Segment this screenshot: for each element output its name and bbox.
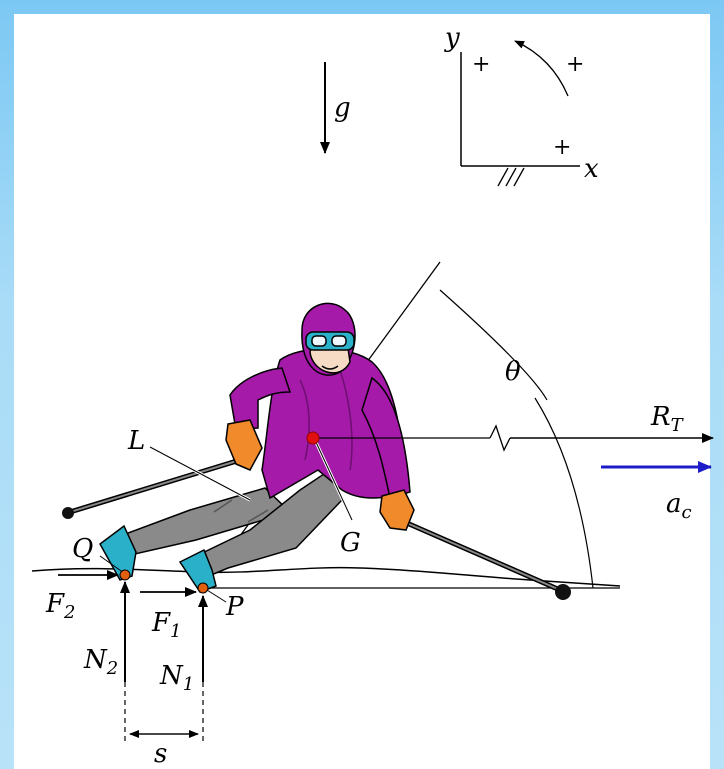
skier-jacket — [229, 348, 411, 500]
L-label: L — [127, 426, 145, 456]
G-label: G — [340, 528, 361, 558]
ski-poles — [62, 457, 571, 600]
plus-y-sign: + — [472, 52, 490, 77]
contact-point-Q — [119, 569, 131, 581]
normal-label-N1: N1 — [159, 661, 194, 695]
friction-label-F2: F2 — [45, 589, 76, 623]
skier-head — [301, 302, 356, 376]
contact-point-P — [197, 582, 209, 594]
plus-rotation-sign: + — [566, 52, 584, 77]
skier-gloves — [225, 419, 415, 531]
friction-label-F1: F1 — [151, 608, 182, 642]
coordinate-frame — [460, 40, 580, 187]
center-of-mass-point — [306, 431, 320, 445]
normal-label-N2: N2 — [83, 645, 118, 679]
x-axis-label: x — [584, 154, 599, 184]
P-label: P — [225, 592, 244, 622]
radius-break — [489, 424, 511, 452]
y-axis-label: y — [444, 23, 460, 53]
ski-boots — [99, 524, 217, 593]
gravity-label: g — [334, 93, 351, 123]
theta-label: θ — [505, 357, 521, 387]
P-pointer — [206, 589, 227, 603]
radius-label: RT — [650, 402, 685, 436]
acceleration-label: ac — [666, 489, 692, 523]
Q-pointer — [99, 555, 125, 574]
theta-arc — [439, 289, 594, 589]
spacing-label: s — [154, 739, 167, 769]
plus-x-sign: + — [553, 135, 571, 160]
Q-label: Q — [72, 534, 93, 564]
